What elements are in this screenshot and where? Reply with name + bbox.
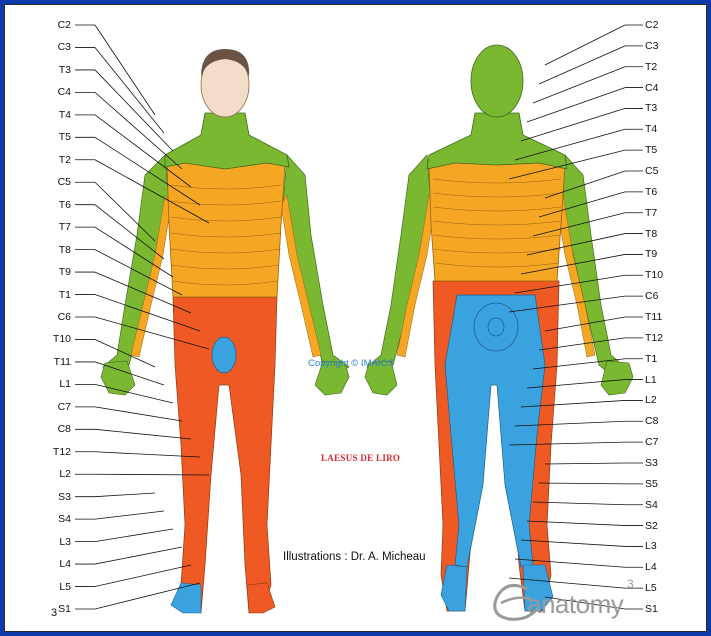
dermatome-label-left-c8: C8 bbox=[31, 423, 71, 435]
leader-line-pointer bbox=[539, 483, 625, 484]
leader-line-pointer bbox=[95, 429, 191, 439]
leader-line-pointer bbox=[545, 25, 625, 65]
dermatome-label-right-t1: T1 bbox=[645, 353, 685, 365]
dermatome-label-left-t8: T8 bbox=[31, 244, 71, 256]
leader-line-pointer bbox=[95, 70, 173, 151]
front-figure bbox=[101, 49, 349, 613]
dermatome-label-left-c4: C4 bbox=[31, 86, 71, 98]
dermatome-label-right-t3: T3 bbox=[645, 102, 685, 114]
dermatome-label-left-t7: T7 bbox=[31, 221, 71, 233]
dermatome-label-left-t9: T9 bbox=[31, 266, 71, 278]
front-right-foot bbox=[247, 583, 275, 613]
dermatome-figures bbox=[5, 5, 707, 632]
dermatome-label-left-l4: L4 bbox=[31, 558, 71, 570]
dermatome-label-right-c6: C6 bbox=[645, 290, 685, 302]
dermatome-label-right-s3: S3 bbox=[645, 457, 685, 469]
dermatome-label-right-l2: L2 bbox=[645, 394, 685, 406]
front-left-foot-sacral bbox=[171, 583, 201, 613]
dermatome-label-left-c2: C2 bbox=[31, 19, 71, 31]
dermatome-label-right-c7: C7 bbox=[645, 436, 685, 448]
dermatome-label-right-l1: L1 bbox=[645, 374, 685, 386]
dermatome-label-left-t12: T12 bbox=[31, 446, 71, 458]
leader-line-pointer bbox=[95, 407, 182, 421]
dermatome-label-right-c5: C5 bbox=[645, 165, 685, 177]
dermatome-label-right-s4: S4 bbox=[645, 499, 685, 511]
dermatome-label-left-c3: C3 bbox=[31, 41, 71, 53]
dermatome-label-right-t2: T2 bbox=[645, 61, 685, 73]
leader-line-pointer bbox=[95, 384, 173, 403]
page-number: 3 bbox=[51, 607, 57, 619]
dermatome-label-left-s3: S3 bbox=[31, 491, 71, 503]
dermatome-label-left-c7: C7 bbox=[31, 401, 71, 413]
leader-line-pointer bbox=[95, 547, 182, 564]
dermatome-label-right-l3: L3 bbox=[645, 540, 685, 552]
dermatome-label-left-t3: T3 bbox=[31, 64, 71, 76]
dermatome-label-right-t8: T8 bbox=[645, 228, 685, 240]
dermatome-label-right-c2: C2 bbox=[645, 19, 685, 31]
leader-line-pointer bbox=[527, 88, 625, 122]
back-neck-cervical bbox=[427, 113, 567, 169]
dermatome-label-right-t6: T6 bbox=[645, 186, 685, 198]
dermatome-label-left-t2: T2 bbox=[31, 154, 71, 166]
copyright-text: Copyright © IMAIOS bbox=[308, 358, 394, 369]
front-genital-sacral bbox=[212, 337, 236, 373]
dermatome-label-right-c8: C8 bbox=[645, 415, 685, 427]
leader-line-pointer bbox=[95, 92, 182, 169]
dermatome-label-left-t11: T11 bbox=[31, 356, 71, 368]
dermatome-label-right-t7: T7 bbox=[645, 207, 685, 219]
back-figure bbox=[365, 42, 633, 611]
front-neck-cervical bbox=[165, 113, 289, 169]
dermatome-label-left-t1: T1 bbox=[31, 289, 71, 301]
leader-line-pointer bbox=[95, 565, 191, 587]
dermatome-label-left-t6: T6 bbox=[31, 199, 71, 211]
leader-line-pointer bbox=[521, 108, 625, 141]
dermatome-label-left-l1: L1 bbox=[31, 378, 71, 390]
dermatome-label-right-t4: T4 bbox=[645, 123, 685, 135]
dermatome-label-left-l2: L2 bbox=[31, 468, 71, 480]
dermatome-label-right-t9: T9 bbox=[645, 248, 685, 260]
dermatome-label-left-c5: C5 bbox=[31, 176, 71, 188]
dermatome-label-left-l5: L5 bbox=[31, 581, 71, 593]
illustrator-credit: Illustrations : Dr. A. Micheau bbox=[283, 551, 426, 563]
leader-line-pointer bbox=[95, 493, 155, 497]
logo-superscript: 3 bbox=[627, 577, 634, 591]
dermatome-label-left-t4: T4 bbox=[31, 109, 71, 121]
dermatome-label-right-t5: T5 bbox=[645, 144, 685, 156]
dermatome-label-right-t12: T12 bbox=[645, 332, 685, 344]
credit-title: LAESUS DE LIRO bbox=[321, 453, 400, 463]
eanatomy-logo: anatomy 3 bbox=[487, 575, 657, 625]
dermatome-label-right-t10: T10 bbox=[645, 269, 685, 281]
leader-line-pointer bbox=[95, 47, 164, 133]
logo-text: anatomy bbox=[527, 589, 623, 620]
dermatome-label-left-t10: T10 bbox=[31, 333, 71, 345]
dermatome-label-right-c3: C3 bbox=[645, 40, 685, 52]
front-torso-thoracic bbox=[167, 161, 285, 297]
leader-line-pointer bbox=[95, 511, 164, 519]
leader-line-pointer bbox=[539, 46, 625, 84]
dermatome-label-right-s2: S2 bbox=[645, 520, 685, 532]
leader-line-pointer bbox=[533, 67, 625, 103]
back-right-hand bbox=[601, 361, 633, 395]
dermatome-label-left-t5: T5 bbox=[31, 131, 71, 143]
leader-line-pointer bbox=[95, 529, 173, 542]
back-torso-thoracic bbox=[429, 157, 565, 281]
dermatome-label-right-l4: L4 bbox=[645, 561, 685, 573]
dermatome-label-left-c6: C6 bbox=[31, 311, 71, 323]
dermatome-label-right-t11: T11 bbox=[645, 311, 685, 323]
back-head-cervical bbox=[471, 45, 523, 117]
dermatome-label-right-c4: C4 bbox=[645, 82, 685, 94]
dermatome-label-right-s5: S5 bbox=[645, 478, 685, 490]
dermatome-label-left-l3: L3 bbox=[31, 536, 71, 548]
dermatome-label-left-s4: S4 bbox=[31, 513, 71, 525]
leader-line-pointer bbox=[545, 463, 625, 464]
